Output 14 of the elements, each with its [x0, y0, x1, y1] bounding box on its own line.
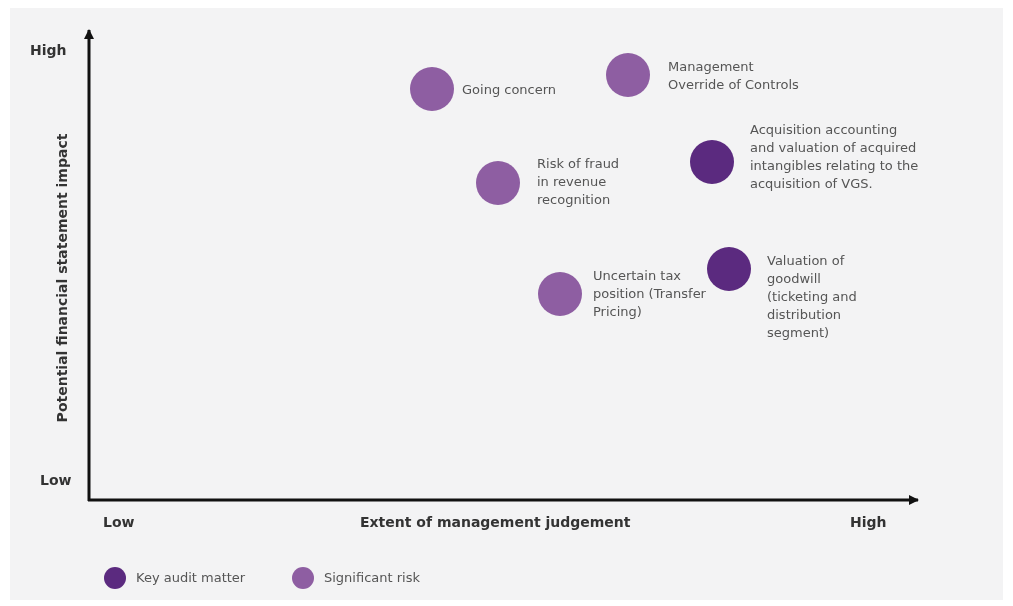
x-axis-low-label: Low: [103, 514, 135, 530]
legend-label: Significant risk: [324, 569, 420, 587]
risk-label: Going concern: [462, 81, 558, 99]
risk-label: Valuation of goodwill (ticketing and distribution segment): [767, 252, 858, 342]
x-axis-high-label: High: [850, 514, 887, 530]
risk-label: Risk of fraud in revenue recognition: [537, 155, 621, 209]
y-axis-low-label: Low: [40, 472, 72, 488]
y-axis-title: Potential financial statement impact: [54, 132, 70, 425]
y-axis-high-label: High: [30, 42, 67, 58]
risk-label: Management Override of Controls: [668, 58, 800, 94]
risk-label: Acquisition accounting and valuation of acquired intangibles relating to the acquisition of VGS.: [750, 121, 920, 193]
x-axis-title: Extent of management judgement: [360, 514, 631, 530]
legend-label: Key audit matter: [136, 569, 246, 587]
risk-label: Uncertain tax position (Transfer Pricing): [593, 267, 707, 321]
